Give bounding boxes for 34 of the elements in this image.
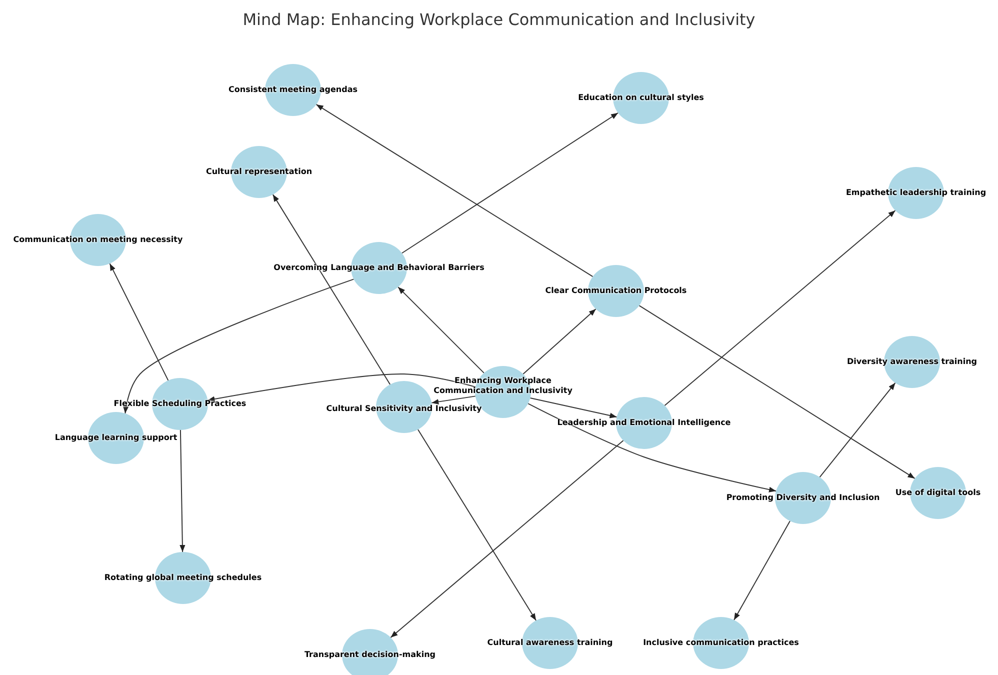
arrow [109, 263, 169, 381]
arrow [530, 398, 618, 418]
node-label: Cultural Sensitivity and Inclusivity [326, 404, 482, 414]
node-label: Cultural awareness training [487, 638, 613, 648]
node-label: Language learning support [54, 433, 178, 443]
node-label: Cultural representation [206, 167, 312, 177]
node-label: Empathetic leadership training [846, 188, 986, 198]
arrow [638, 305, 916, 479]
arrow [664, 210, 896, 406]
arrow [528, 403, 777, 492]
node-label: Inclusive communication practices [643, 638, 799, 648]
arrow [398, 286, 484, 374]
node-label: Rotating global meeting schedules [104, 573, 262, 583]
node-label: Use of digital tools [895, 488, 981, 498]
title: Mind Map: Enhancing Workplace Communication and Inclusivity [242, 10, 756, 29]
arrow [316, 104, 594, 278]
arrow [390, 440, 624, 638]
node-label: Enhancing Workplace Communication and Inclusivity [432, 376, 574, 396]
node-label: Transparent decision-making [304, 650, 436, 660]
node-label: Communication on meeting necessity [13, 235, 183, 245]
arrow [734, 520, 790, 620]
node-label: Promoting Diversity and Inclusion [726, 493, 880, 503]
arrow [819, 382, 896, 478]
arrow [401, 112, 619, 254]
arrow [180, 430, 186, 552]
arrow [431, 396, 476, 405]
arrow [417, 429, 537, 621]
node-label: Clear Communication Protocols [545, 286, 687, 296]
arrow [272, 194, 391, 385]
node-label: Diversity awareness training [846, 357, 978, 367]
arrow [522, 308, 596, 374]
node-label: Education on cultural styles [578, 93, 704, 103]
node-label: Consistent meeting agendas [228, 85, 358, 95]
arrow [123, 278, 354, 414]
